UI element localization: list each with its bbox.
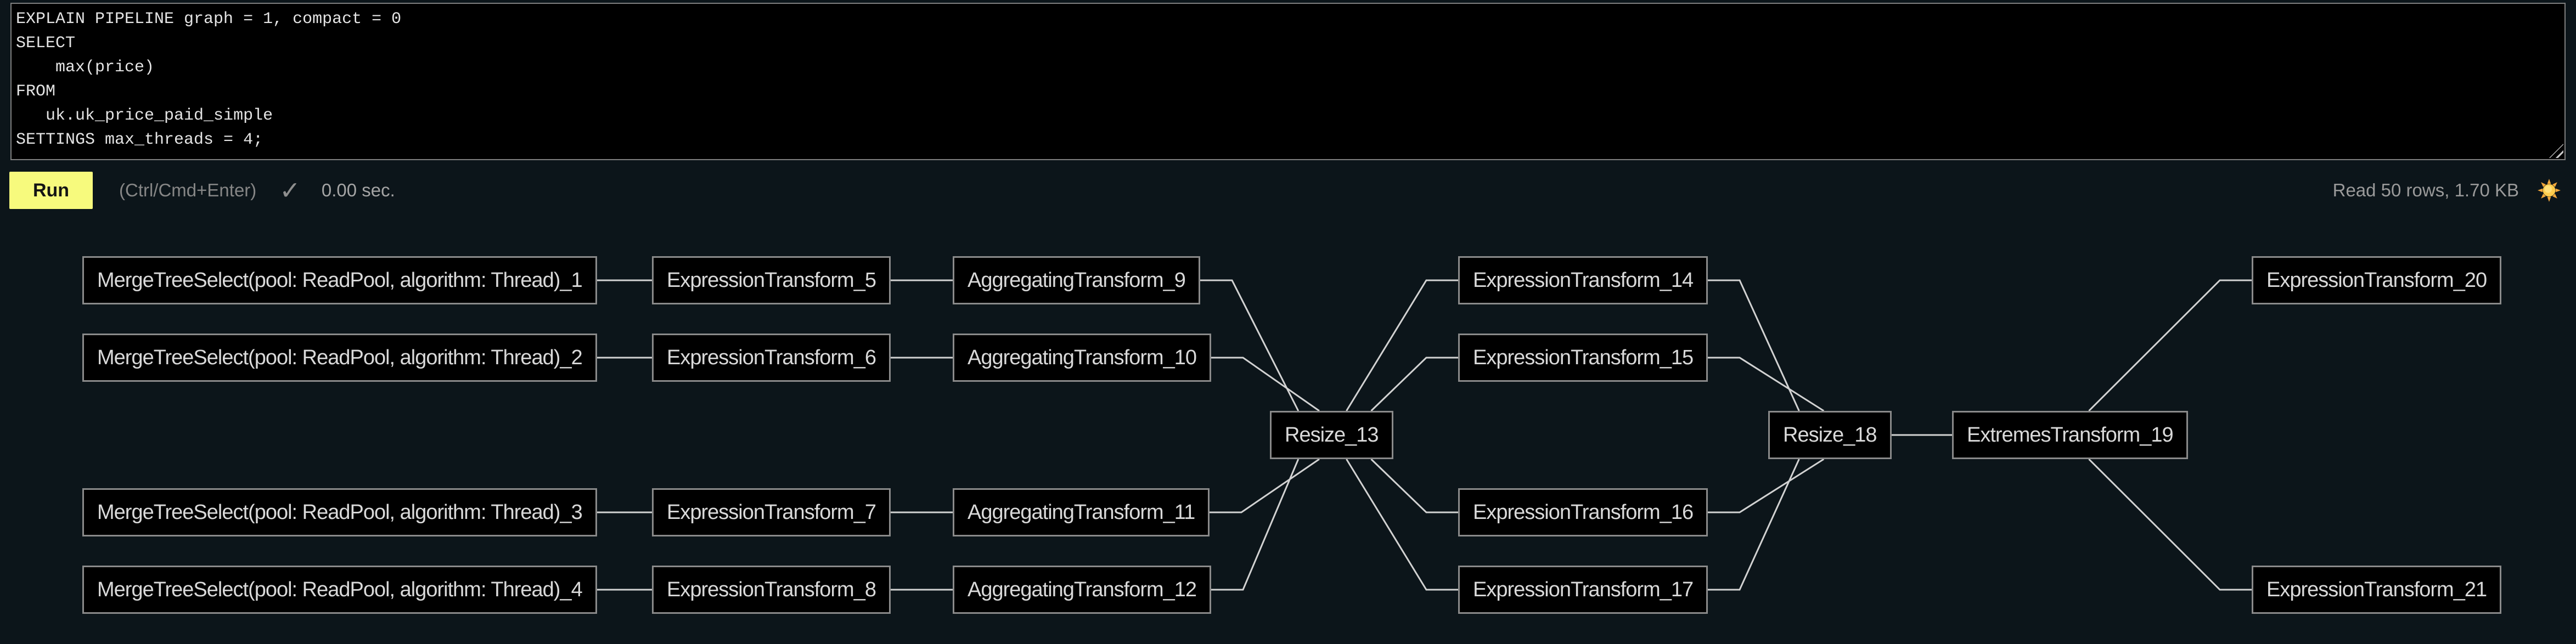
pipeline-edge <box>1708 458 1825 513</box>
pipeline-edge <box>1708 357 1825 412</box>
pipeline-edge <box>2088 279 2252 412</box>
pipeline-node: ExpressionTransform_5 <box>652 256 891 304</box>
pipeline-node: MergeTreeSelect(pool: ReadPool, algorith… <box>82 334 597 382</box>
shortcut-hint: (Ctrl/Cmd+Enter) <box>119 180 257 200</box>
pipeline-node: ExpressionTransform_14 <box>1458 256 1708 304</box>
pipeline-node: AggregatingTransform_12 <box>953 566 1212 614</box>
pipeline-node: Resize_13 <box>1270 411 1393 459</box>
pipeline-node: AggregatingTransform_9 <box>953 256 1200 304</box>
pipeline-node: AggregatingTransform_11 <box>953 488 1210 536</box>
pipeline-edge <box>1708 459 1800 591</box>
run-button[interactable]: Run <box>9 172 93 209</box>
pipeline-edge <box>1211 357 1320 412</box>
elapsed-time: 0.00 sec. <box>321 180 395 200</box>
pipeline-edge <box>1370 458 1458 513</box>
pipeline-edge <box>1200 279 1300 411</box>
success-check-icon: ✓ <box>279 176 301 205</box>
sql-query-text[interactable]: EXPLAIN PIPELINE graph = 1, compact = 0 … <box>16 10 402 149</box>
toolbar: Run (Ctrl/Cmd+Enter) ✓ 0.00 sec. Read 50… <box>9 160 2561 221</box>
pipeline-node: Resize_18 <box>1768 411 1892 459</box>
pipeline-node: MergeTreeSelect(pool: ReadPool, algorith… <box>82 566 597 614</box>
pipeline-node: AggregatingTransform_10 <box>953 334 1212 382</box>
pipeline-node: ExpressionTransform_15 <box>1458 334 1708 382</box>
pipeline-edge <box>1346 459 1458 591</box>
pipeline-node: ExpressionTransform_16 <box>1458 488 1708 536</box>
sql-editor[interactable]: EXPLAIN PIPELINE graph = 1, compact = 0 … <box>10 3 2566 160</box>
pipeline-edge <box>2088 458 2252 591</box>
pipeline-node: ExpressionTransform_21 <box>2252 566 2502 614</box>
pipeline-node: ExpressionTransform_6 <box>652 334 891 382</box>
pipeline-node: ExpressionTransform_8 <box>652 566 891 614</box>
pipeline-node: MergeTreeSelect(pool: ReadPool, algorith… <box>82 488 597 536</box>
pipeline-edge <box>1346 279 1458 411</box>
read-stats: Read 50 rows, 1.70 KB <box>2332 180 2519 200</box>
theme-toggle-button[interactable] <box>2538 179 2561 202</box>
pipeline-edge <box>1370 357 1458 412</box>
sun-icon <box>2538 179 2561 202</box>
pipeline-edge <box>1211 459 1300 591</box>
pipeline-node: MergeTreeSelect(pool: ReadPool, algorith… <box>82 256 597 304</box>
pipeline-node: ExpressionTransform_17 <box>1458 566 1708 614</box>
pipeline-edge <box>1210 458 1320 513</box>
pipeline-edge <box>1708 279 1800 411</box>
pipeline-node: ExpressionTransform_20 <box>2252 256 2502 304</box>
pipeline-node: ExtremesTransform_19 <box>1952 411 2188 459</box>
pipeline-node: ExpressionTransform_7 <box>652 488 891 536</box>
